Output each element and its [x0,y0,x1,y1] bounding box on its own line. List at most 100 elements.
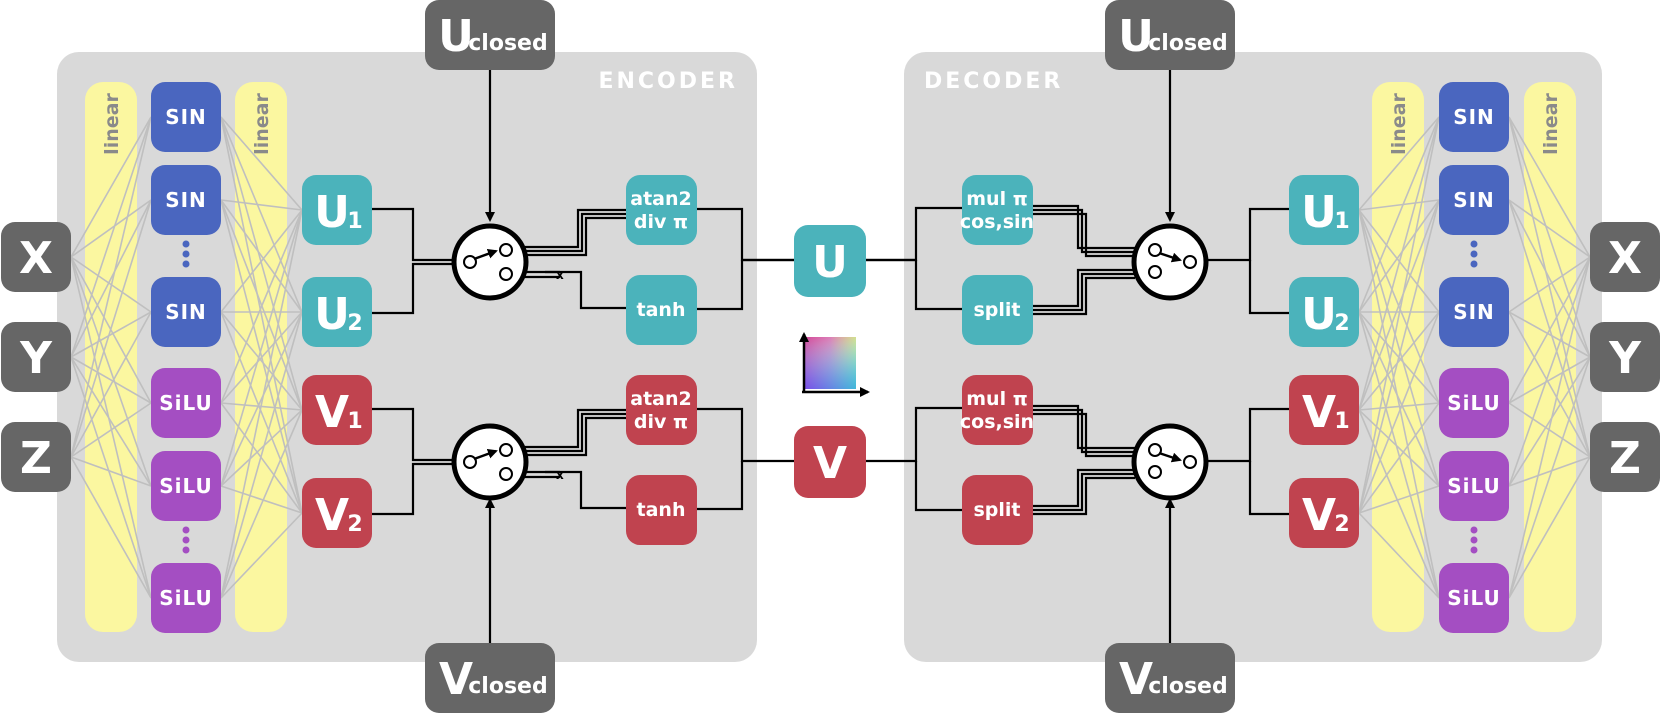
dense-connection-line [1358,116,1440,514]
svg-text:closed: closed [1148,674,1227,699]
svg-text:V: V [1302,387,1336,438]
svg-text:closed: closed [468,674,547,699]
dense-connection-line [1358,311,1440,487]
svg-text:U: U [1301,289,1337,340]
svg-text:cos,sin: cos,sin [960,411,1034,433]
dense-connection-line [70,199,152,458]
svg-text:div π: div π [634,411,688,433]
dense-connection-line [1358,209,1440,599]
decoder-output-z: Z [1590,422,1660,492]
svg-text:U: U [1301,187,1337,238]
color-map-legend-icon [799,332,870,397]
decoder-sin-node: SIN [1439,277,1509,347]
encoder-linear-label-2: linear [251,93,273,155]
dense-connection-line [70,402,152,458]
svg-text:1: 1 [347,209,362,234]
dense-connection-line [70,199,152,258]
svg-text:V: V [813,438,847,489]
decoder-output-y: Y [1590,322,1660,392]
decoder-sin-node: SIN [1439,82,1509,152]
svg-text:V: V [315,387,349,438]
dense-connection-line [220,311,303,487]
dense-connection-line [220,209,303,487]
svg-text:x: x [556,468,564,482]
dense-connection-line [220,409,303,487]
svg-text:Z: Z [20,433,52,484]
svg-text:SiLU: SiLU [1447,391,1501,415]
svg-text:Y: Y [19,333,53,384]
dense-connection-line [1508,456,1591,599]
dense-connection-line [70,311,152,358]
svg-text:tanh: tanh [637,299,686,321]
decoder-sin-node: SIN [1439,165,1509,235]
decoder-silu-node: SiLU [1439,563,1509,633]
dense-connection-line [1508,356,1591,599]
decoder-linear-label-2: linear [1540,93,1562,155]
dense-connection-line [1508,356,1591,487]
encoder-silu-node: SiLU [151,451,221,521]
dense-connection-line [220,402,303,514]
dense-connection-line [1358,311,1440,411]
dense-connection-line [1508,256,1591,599]
encoder-sin-node: SIN [151,82,221,152]
decoder-v1-node: V1 [1289,375,1359,445]
svg-text:div π: div π [634,211,688,233]
encoder-linear-label-1: linear [101,93,123,155]
svg-text:split: split [973,499,1020,521]
dense-connection-line [70,256,152,599]
encoder-linear-column-1 [85,82,137,632]
svg-text:U: U [314,187,350,238]
decoder-u1-node: U1 [1289,175,1359,245]
dense-connection-line [70,356,152,404]
dense-connection-line [220,409,303,599]
svg-text:U: U [314,289,350,340]
decoder-silu-ellipsis [1470,526,1478,554]
svg-text:X: X [1608,233,1642,284]
encoder-v-tanh-node: tanh [626,475,697,545]
dense-connection-line [220,311,303,411]
encoder-v2-node: V2 [302,478,372,548]
svg-text:SIN: SIN [1453,300,1495,324]
svg-text:SIN: SIN [165,188,207,212]
dense-connection-line [1508,256,1591,313]
encoder-u1-node: U1 [302,175,372,245]
dense-connection-line [1508,199,1591,258]
dense-connection-line [1358,199,1440,411]
dense-connection-line [220,209,303,599]
dense-connection-line [1358,116,1440,411]
dense-connection-line [1358,311,1440,514]
dense-connection-line [220,311,303,599]
svg-text:atan2: atan2 [630,388,691,410]
svg-text:SiLU: SiLU [159,391,213,415]
svg-text:cos,sin: cos,sin [960,211,1034,233]
decoder-u2-node: U2 [1289,277,1359,347]
svg-text:1: 1 [347,409,362,434]
dense-connection-line [1358,209,1440,487]
dense-connection-line [70,456,152,487]
decoder-wires [866,70,1290,643]
dense-connection-line [220,116,303,514]
dense-connection-line [70,116,152,358]
decoder-v-split-node: split [962,475,1033,545]
encoder-input-z: Z [1,422,71,492]
encoder-panel [57,52,757,662]
encoder-sin-node: SIN [151,277,221,347]
dense-connection-line [1358,116,1440,211]
dense-connection-line [1508,256,1591,404]
svg-text:Y: Y [1608,333,1642,384]
svg-text:V: V [1119,654,1153,705]
decoder-u-split-node: split [962,275,1033,345]
dense-connection-line [1508,311,1591,458]
dense-connection-line [70,256,152,487]
decoder-v-switch-icon [1131,423,1209,501]
dense-connection-line [70,116,152,458]
dense-connection-line [1358,199,1440,313]
decoder-v2-node: V2 [1289,478,1359,548]
svg-text:tanh: tanh [637,499,686,521]
svg-text:SiLU: SiLU [159,474,213,498]
dense-connection-line [1358,116,1440,313]
